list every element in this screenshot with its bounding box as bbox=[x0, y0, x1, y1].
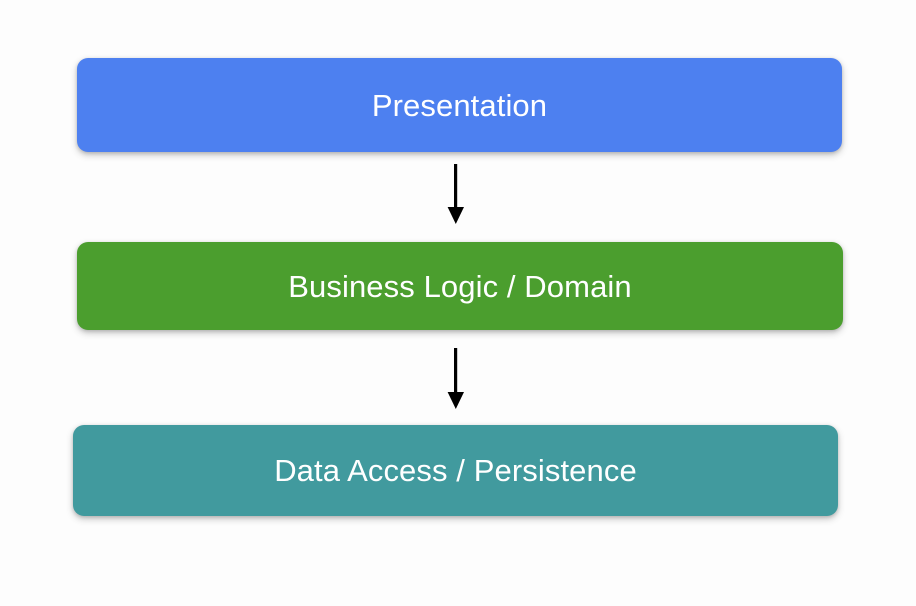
layer-box-business-logic[interactable]: Business Logic / Domain bbox=[77, 242, 843, 330]
arrow-presentation-to-business bbox=[440, 160, 472, 233]
layer-label-presentation: Presentation bbox=[371, 87, 548, 123]
arrow-down-icon bbox=[447, 164, 464, 224]
layer-box-presentation[interactable]: Presentation bbox=[77, 58, 842, 152]
arrow-business-to-data bbox=[440, 343, 472, 418]
arrow-down-icon bbox=[447, 348, 464, 409]
layer-box-data-access[interactable]: Data Access / Persistence bbox=[73, 425, 838, 516]
layer-label-business-logic: Business Logic / Domain bbox=[288, 268, 632, 304]
layer-label-data-access: Data Access / Persistence bbox=[274, 453, 637, 488]
